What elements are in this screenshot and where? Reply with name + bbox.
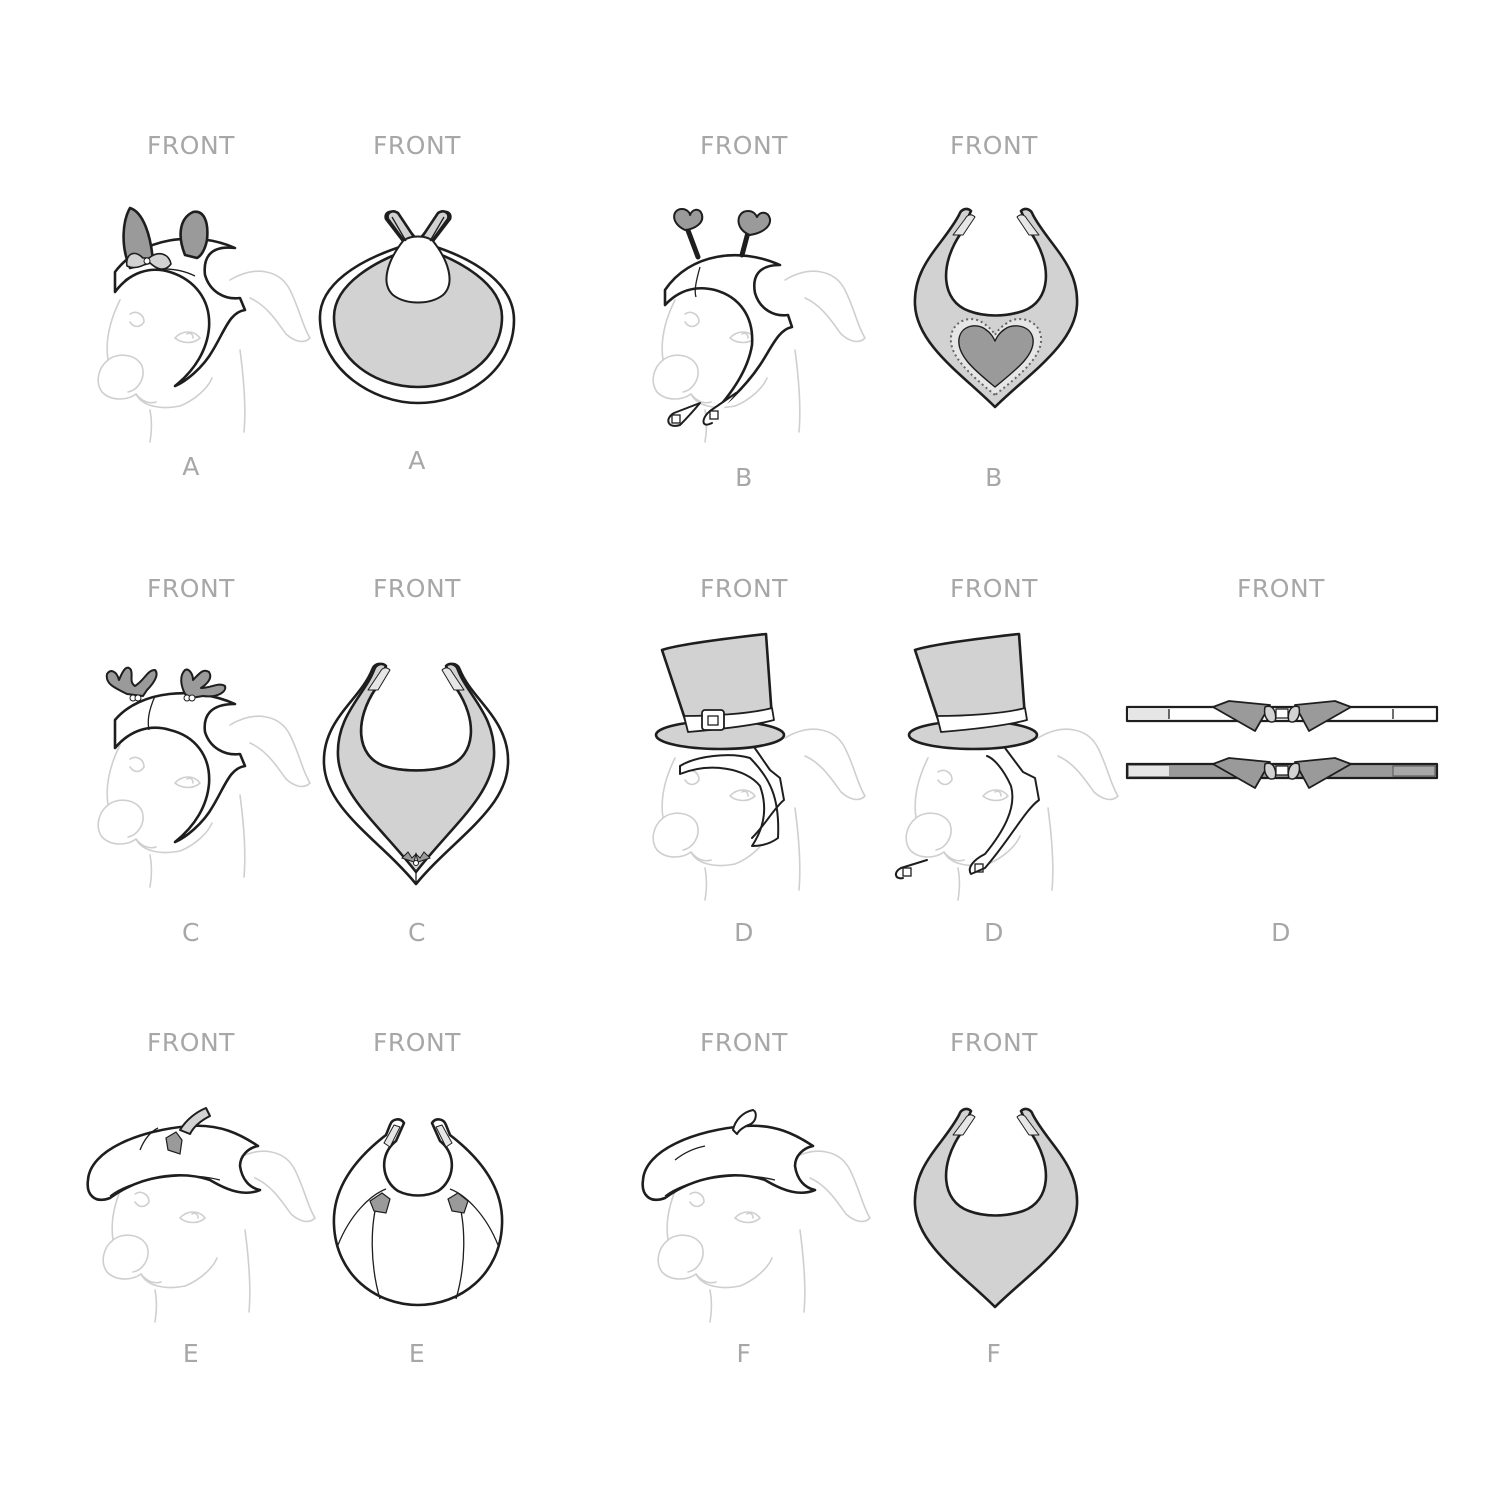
view-e-pumpkin-bib — [330, 1115, 505, 1315]
view-label-front: FRONT — [147, 1028, 235, 1057]
beret-illustration — [641, 1109, 871, 1323]
view-d-top-hat-buckle-headband — [640, 628, 870, 901]
top-hat-strap-headband-illustration — [895, 632, 1119, 901]
view-label-a: A — [182, 452, 200, 481]
view-a-bunny-ears-headband — [85, 200, 311, 450]
view-b-heart-bopper-headband — [640, 205, 866, 443]
view-label-e: E — [408, 1339, 426, 1368]
view-c-reindeer-antler-headband — [85, 660, 311, 890]
view-label-front: FRONT — [373, 574, 461, 603]
view-label-b: B — [985, 463, 1003, 492]
view-label-front: FRONT — [700, 574, 788, 603]
view-b-heart-bandana — [913, 205, 1083, 415]
view-f-beret — [635, 1100, 871, 1323]
view-e-pumpkin-beret — [80, 1100, 316, 1323]
view-label-front: FRONT — [147, 131, 235, 160]
view-label-e: E — [182, 1339, 200, 1368]
view-label-d: D — [984, 918, 1004, 947]
view-c-holly-bandana — [322, 660, 512, 890]
view-label-f: F — [736, 1339, 752, 1368]
bunny-ears-headband-illustration — [97, 206, 311, 443]
view-label-a: A — [408, 446, 426, 475]
view-label-front: FRONT — [700, 1028, 788, 1057]
top-hat-buckle-headband-illustration — [652, 632, 866, 901]
reindeer-antler-headband-illustration — [97, 666, 311, 888]
plain-bandana-illustration — [913, 1107, 1079, 1309]
view-label-d: D — [734, 918, 754, 947]
view-label-c: C — [182, 918, 200, 947]
bowtie-collar-illustration — [1125, 700, 1439, 789]
view-label-front: FRONT — [373, 131, 461, 160]
view-label-f: F — [986, 1339, 1002, 1368]
pumpkin-beret-illustration — [86, 1107, 316, 1323]
view-d-top-hat-strap-headband — [893, 628, 1123, 901]
view-f-plain-bandana — [913, 1105, 1083, 1315]
view-label-front: FRONT — [1237, 574, 1325, 603]
pumpkin-bib-illustration — [332, 1118, 504, 1307]
view-label-front: FRONT — [700, 131, 788, 160]
heart-bopper-headband-illustration — [652, 208, 866, 443]
heart-bandana-illustration — [913, 207, 1079, 409]
view-label-b: B — [735, 463, 753, 492]
round-bib-illustration — [318, 210, 516, 405]
view-label-front: FRONT — [147, 574, 235, 603]
view-d-bowtie-collar — [1125, 695, 1440, 795]
view-a-round-bib — [318, 205, 518, 415]
view-label-front: FRONT — [950, 574, 1038, 603]
view-label-front: FRONT — [950, 1028, 1038, 1057]
holly-bandana-illustration — [322, 662, 510, 886]
view-label-front: FRONT — [950, 131, 1038, 160]
view-label-d: D — [1271, 918, 1291, 947]
view-label-c: C — [408, 918, 426, 947]
view-label-front: FRONT — [373, 1028, 461, 1057]
